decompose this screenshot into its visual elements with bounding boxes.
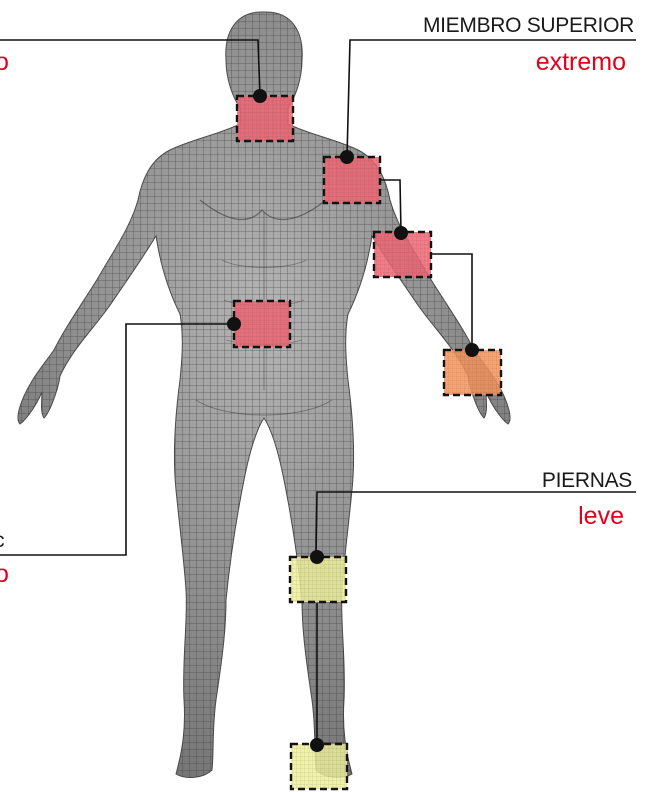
cuello-severity-fragment: o bbox=[0, 50, 9, 75]
tronco-severity-fragment: o bbox=[0, 562, 9, 587]
miembro-superior-severity: extremo bbox=[536, 50, 626, 75]
shoulder-zone-mesh bbox=[324, 157, 380, 203]
piernas-title: PIERNAS bbox=[542, 470, 632, 491]
piernas-severity: leve bbox=[578, 504, 624, 529]
neck-zone-mesh bbox=[237, 96, 293, 141]
neck-leader-line bbox=[0, 40, 260, 96]
shoulder-marker-dot bbox=[340, 150, 354, 164]
neck-marker-dot bbox=[253, 89, 267, 103]
lower-back-zone-mesh bbox=[234, 301, 290, 347]
knee-marker-dot bbox=[310, 550, 324, 564]
wrist-marker-dot bbox=[465, 343, 479, 357]
ankle-marker-dot bbox=[310, 738, 324, 752]
miembro-superior-title: MIEMBRO SUPERIOR bbox=[423, 15, 634, 36]
lower-back-marker-dot bbox=[227, 317, 241, 331]
elbow-marker-dot bbox=[394, 226, 408, 240]
tronco-title-fragment: c bbox=[0, 530, 4, 551]
